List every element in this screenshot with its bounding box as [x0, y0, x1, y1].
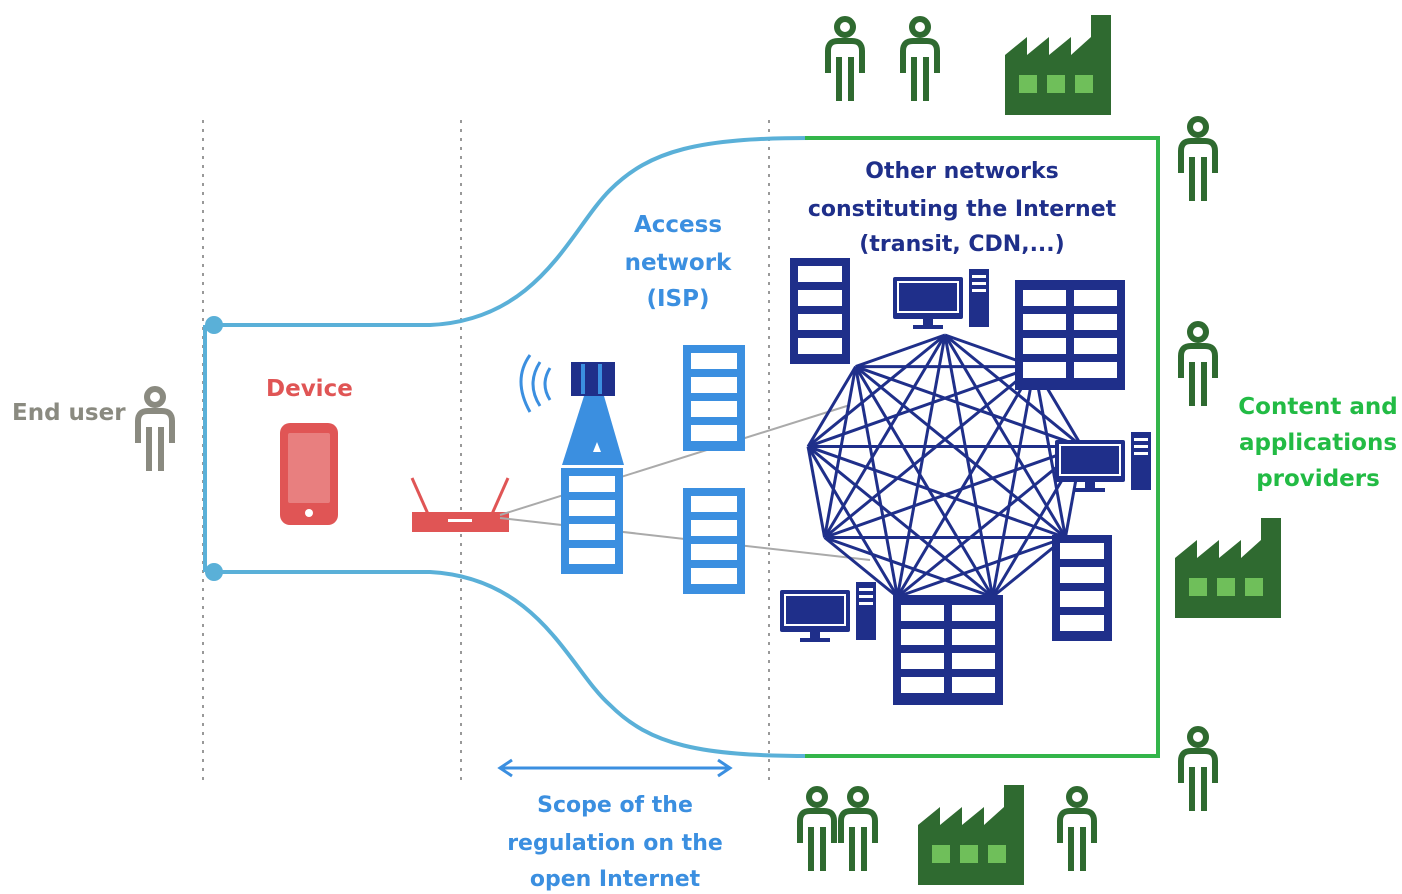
- svg-text:Content and: Content and: [1238, 394, 1397, 420]
- access-server-icon-2: [683, 488, 745, 594]
- provider-factory-icon-1: [1005, 15, 1111, 115]
- svg-text:(ISP): (ISP): [646, 286, 709, 312]
- desktop-computer-icon-1: [892, 268, 990, 330]
- mesh-link: [806, 445, 899, 598]
- provider-person-icon-7: [841, 789, 875, 871]
- mesh-link: [943, 334, 995, 598]
- device-label: Device: [266, 376, 353, 402]
- content-providers-label: Content and applications providers: [1238, 394, 1397, 492]
- provider-person-icon-8: [1060, 789, 1094, 871]
- mesh-link: [855, 365, 1083, 448]
- other-networks-label: Other networks constituting the Internet…: [808, 159, 1117, 257]
- mesh-link: [895, 334, 947, 598]
- mesh-link: [854, 365, 994, 598]
- mesh-link: [991, 366, 1036, 598]
- provider-factory-icon-3: [918, 785, 1024, 885]
- svg-text:network: network: [625, 250, 732, 276]
- network-mesh-icon: [806, 333, 1084, 599]
- svg-text:providers: providers: [1256, 466, 1380, 492]
- end-user-label: End user: [12, 400, 126, 426]
- access-server-icon-1: [683, 345, 745, 451]
- provider-person-icon-5: [1181, 729, 1215, 811]
- mesh-link: [823, 365, 1036, 539]
- mesh-link: [854, 365, 1067, 539]
- svg-text:(transit, CDN,...): (transit, CDN,...): [859, 232, 1064, 257]
- access-network-label: Access network (ISP): [625, 212, 732, 312]
- mesh-link: [807, 365, 1035, 448]
- svg-text:applications: applications: [1239, 430, 1397, 456]
- mesh-link: [896, 536, 1066, 599]
- mesh-link: [854, 366, 899, 598]
- mesh-link: [823, 334, 947, 539]
- funnel-outline: [203, 136, 811, 758]
- mesh-link: [943, 334, 1067, 539]
- svg-text:constituting the Internet: constituting the Internet: [808, 197, 1117, 222]
- internet-server-icon-1: [790, 258, 850, 364]
- desktop-computer-icon-3: [779, 581, 877, 643]
- svg-text:Scope of the: Scope of the: [537, 793, 693, 818]
- provider-factory-icon-2: [1175, 518, 1281, 618]
- mesh-link: [824, 445, 1083, 539]
- internet-boundary: [805, 136, 1160, 758]
- provider-person-icon-4: [1181, 324, 1215, 406]
- mesh-link: [944, 333, 1083, 448]
- provider-person-icon-2: [903, 19, 937, 101]
- internet-server-icon-3: [1052, 535, 1112, 641]
- scope-label: Scope of the regulation on the open Inte…: [507, 793, 723, 892]
- svg-text:Other networks: Other networks: [865, 159, 1058, 184]
- section-dividers: [202, 120, 770, 785]
- mesh-link: [1032, 366, 1067, 538]
- router-icon: [410, 477, 510, 532]
- provider-person-icon-1: [828, 19, 862, 101]
- mesh-link: [823, 366, 858, 538]
- mesh-link: [823, 536, 899, 599]
- mesh-link: [807, 333, 946, 448]
- smartphone-icon: [280, 423, 338, 525]
- internet-server-icon-4: [893, 595, 1003, 705]
- internet-server-icon-2: [1015, 280, 1125, 390]
- mesh-link: [806, 365, 857, 448]
- svg-text:open Internet: open Internet: [530, 867, 701, 892]
- provider-person-icon-6: [800, 789, 834, 871]
- svg-text:regulation on the: regulation on the: [507, 831, 723, 856]
- mesh-link: [855, 333, 946, 368]
- cell-tower-icon: [519, 354, 624, 574]
- double-arrow-icon: [497, 758, 733, 778]
- end-user-person-icon: [138, 389, 172, 471]
- mesh-link: [896, 445, 1083, 599]
- mesh-link: [806, 446, 827, 538]
- desktop-computer-icon-2: [1054, 431, 1152, 493]
- mesh-link: [896, 365, 1036, 598]
- mesh-link: [824, 536, 994, 599]
- svg-text:Access: Access: [634, 212, 722, 238]
- provider-person-icon-3: [1181, 119, 1215, 201]
- mesh-link: [807, 445, 1066, 539]
- mesh-link: [807, 445, 994, 599]
